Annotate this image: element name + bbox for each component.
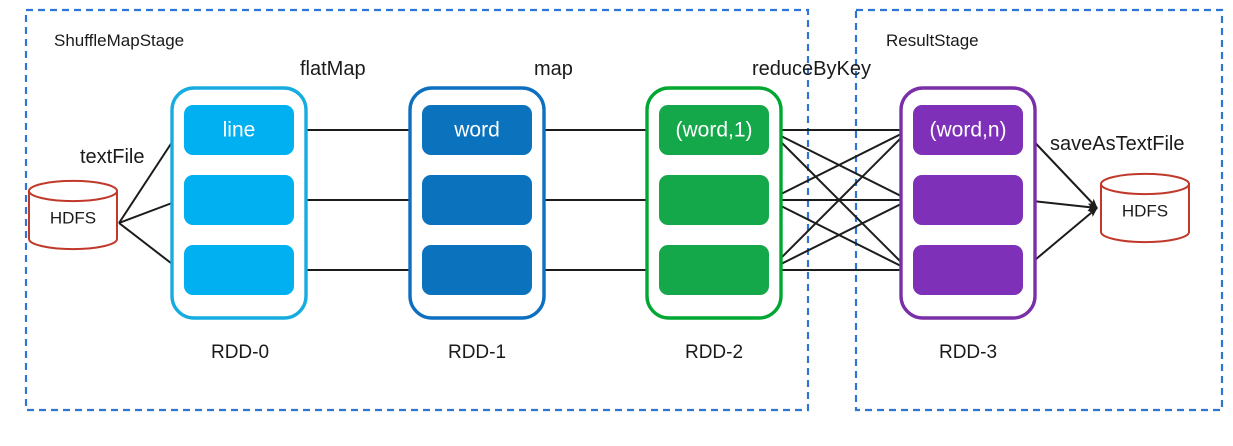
- rdd-partition-label-rdd2-0: (word,1): [675, 119, 752, 142]
- operation-label-map: map: [534, 58, 573, 80]
- operation-label-reduceByKey: reduceByKey: [752, 58, 871, 80]
- rdd-partition-rdd2-1[interactable]: [659, 175, 769, 225]
- rdd-partition-rdd1-0[interactable]: [422, 105, 532, 155]
- datastore-hdfs-sink[interactable]: HDFS: [1100, 172, 1190, 244]
- rdd-group-rdd3: (word,n): [899, 86, 1037, 320]
- rdd-name-rdd0: RDD-0: [211, 342, 269, 363]
- datastore-label-hdfs-source: HDFS: [50, 208, 96, 227]
- stage-label-shuffle: ShuffleMapStage: [54, 31, 184, 50]
- stage-boundary-shuffle: [24, 8, 810, 412]
- stage-boundaries: ShuffleMapStage ResultStage: [24, 8, 1224, 412]
- edges-layer: [118, 126, 1098, 274]
- stage-shuffle: ShuffleMapStage: [24, 8, 810, 412]
- stage-result: ResultStage: [854, 8, 1224, 412]
- operation-labels: textFile flatMap map reduceByKey saveAsTextF…: [80, 58, 1185, 168]
- cylinder-body-hdfs-sink: [1100, 183, 1190, 244]
- edge-textfile-1: [118, 199, 181, 224]
- cylinder-body-hdfs-source: [28, 190, 118, 251]
- edge-textfile-0: [118, 129, 181, 224]
- rdd-group-rdd0: line: [170, 86, 308, 320]
- rdd-partition-rdd3-0[interactable]: [913, 105, 1023, 155]
- rdd-partition-rdd0-1[interactable]: [184, 175, 294, 225]
- rdd-partition-label-rdd0-0: line: [223, 119, 256, 142]
- operation-label-textFile: textFile: [80, 146, 144, 168]
- stage-label-result: ResultStage: [886, 31, 979, 50]
- rdd-partition-rdd3-1[interactable]: [913, 175, 1023, 225]
- operation-label-saveAsTextFile: saveAsTextFile: [1050, 133, 1185, 155]
- rdd-group-rdd2: (word,1): [645, 86, 783, 320]
- edge-textfile-2: [118, 222, 181, 271]
- rdd-group-rdd1: word: [408, 86, 546, 320]
- rdd-name-labels: RDD-0 RDD-1 RDD-2 RDD-3: [211, 342, 997, 363]
- rdd-layer: line word (word,1) (word,n): [170, 86, 1037, 320]
- datastore-layer: HDFS HDFS: [28, 172, 1190, 251]
- datastore-label-hdfs-sink: HDFS: [1122, 201, 1168, 220]
- datastore-hdfs-source[interactable]: HDFS: [28, 179, 118, 251]
- rdd-partition-rdd1-2[interactable]: [422, 245, 532, 295]
- operation-label-flatMap: flatMap: [300, 58, 366, 80]
- rdd-partition-rdd2-2[interactable]: [659, 245, 769, 295]
- cylinder-top-hdfs-sink: [1100, 172, 1190, 196]
- rdd-partition-label-rdd1-0: word: [453, 119, 500, 142]
- rdd-name-rdd2: RDD-2: [685, 342, 743, 363]
- rdd-partition-rdd1-1[interactable]: [422, 175, 532, 225]
- rdd-partition-rdd0-2[interactable]: [184, 245, 294, 295]
- rdd-partition-rdd0-0[interactable]: [184, 105, 294, 155]
- edge-shuffle-2-1: [768, 199, 910, 271]
- edge-shuffle-1-0: [768, 129, 910, 201]
- rdd-partition-label-rdd3-0: (word,n): [929, 119, 1006, 142]
- rdd-name-rdd1: RDD-1: [448, 342, 506, 363]
- rdd-partition-rdd2-0[interactable]: [659, 105, 769, 155]
- cylinder-top-hdfs-source: [28, 179, 118, 203]
- rdd-name-rdd3: RDD-3: [939, 342, 997, 363]
- edge-shuffle-2-0: [768, 129, 910, 271]
- stage-boundary-result: [854, 8, 1224, 412]
- rdd-partition-rdd3-2[interactable]: [913, 245, 1023, 295]
